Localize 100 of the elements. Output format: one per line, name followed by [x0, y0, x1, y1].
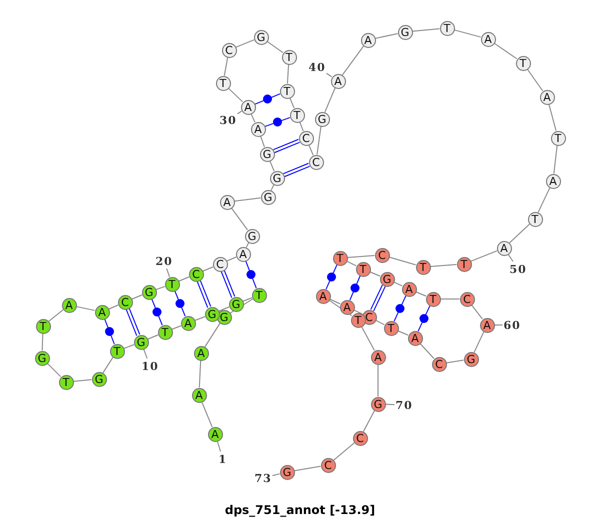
backbone-line — [369, 271, 381, 277]
backbone-line — [250, 113, 256, 123]
leader-line — [237, 110, 242, 114]
backbone-line — [393, 282, 403, 286]
nucleotide-circle: G — [254, 30, 268, 44]
leader-line — [272, 473, 280, 476]
backbone-line — [218, 306, 230, 312]
nucleotide-circle: T — [158, 324, 172, 340]
backbone-line — [361, 326, 375, 351]
backbone-line — [430, 264, 458, 267]
backbone-line — [397, 330, 409, 336]
leader-line — [385, 404, 395, 406]
nucleotide-circle: A — [370, 350, 386, 364]
nucleotide-circle: C — [188, 266, 204, 282]
backbone-line — [235, 39, 255, 48]
backbone-line — [266, 40, 284, 54]
backbone-line — [234, 197, 262, 202]
nucleotide-circle: A — [250, 122, 266, 136]
backbone-line — [412, 28, 440, 32]
backbone-line — [198, 360, 202, 388]
nucleotide-circle: T — [550, 130, 566, 146]
base-pair-line — [196, 280, 212, 308]
backbone-line — [454, 29, 482, 38]
nucleotide-circle: C — [320, 458, 336, 472]
backbone-line — [526, 68, 544, 92]
nucleotide-circle: C — [432, 356, 446, 372]
leader-line — [166, 268, 170, 278]
backbone-line — [474, 331, 484, 353]
nucleotide-circle: T — [110, 344, 124, 358]
nucleotide-circle: C — [374, 248, 390, 262]
backbone-line — [375, 320, 385, 326]
backbone-line — [308, 144, 314, 156]
base-pair-line — [126, 308, 140, 336]
backbone-line — [548, 104, 557, 132]
nucleotide-circle: T — [528, 212, 542, 226]
base-pair-line — [151, 298, 163, 326]
leader-line — [494, 324, 503, 326]
backbone-line — [299, 121, 304, 132]
nucleotide-circle: A — [316, 288, 330, 304]
backbone-line — [553, 144, 558, 174]
nucleotide-circle: G — [260, 190, 276, 204]
nucleotide-circle: G — [380, 272, 394, 286]
nucleotide-circle: G — [92, 372, 106, 386]
nucleotide-circle: C — [460, 292, 474, 306]
position-number: 70 — [396, 398, 413, 412]
backbone-line — [494, 42, 518, 60]
nucleotide-circle: G — [34, 350, 50, 366]
backbone-line — [420, 343, 434, 359]
backbone-line — [171, 325, 182, 330]
nucleotide-circle: T — [332, 250, 348, 266]
nucleotide-circle: T — [164, 276, 180, 292]
nucleotide-circle: G — [142, 284, 156, 300]
backbone-line — [131, 294, 143, 300]
backbone-line — [124, 344, 134, 349]
backbone-line — [329, 298, 341, 304]
nucleotide-circle: C — [352, 430, 368, 446]
backbone-line — [294, 466, 322, 472]
position-number: 1 — [218, 452, 228, 466]
nucleotide-circle: G — [370, 396, 386, 412]
nucleotide-circle: T — [282, 50, 296, 64]
backbone-line — [156, 286, 166, 290]
backbone-line — [269, 160, 275, 172]
nucleotide-circle: G — [228, 296, 244, 312]
base-pair-line — [349, 275, 361, 301]
nucleotide-circle: C — [222, 42, 236, 58]
position-number: 60 — [504, 318, 521, 332]
nucleotide-circle: A — [180, 316, 196, 330]
nucleotide-circle: G — [204, 306, 220, 322]
nucleotide-circle: T — [58, 374, 74, 390]
nucleotide-circle: A — [546, 174, 560, 188]
base-pair-line — [394, 295, 406, 322]
position-number: 40 — [308, 60, 326, 74]
nucleotide-circle: T — [384, 320, 398, 336]
backbone-line — [538, 187, 550, 213]
nucleotide-circle: G — [398, 24, 412, 40]
position-number: 20 — [156, 254, 173, 268]
nucleotide-circle: C — [308, 154, 324, 170]
backbone-line — [108, 304, 119, 310]
base-pair-line — [370, 284, 386, 312]
nucleotide-circle: T — [426, 292, 440, 306]
nucleotide-circle: T — [252, 288, 266, 302]
position-number: 30 — [220, 114, 237, 126]
nucleotide-circle: C — [118, 294, 132, 310]
backbone-line — [201, 401, 213, 428]
nucleotide-circle: A — [94, 304, 110, 320]
nucleotide-circle: A — [360, 32, 376, 48]
nucleotide-circle: A — [480, 318, 494, 332]
nucleotide-circle: A — [408, 330, 422, 346]
nucleotide-circle: T — [440, 20, 454, 36]
backbone-line — [260, 136, 265, 148]
base-pair-line — [272, 138, 300, 154]
base-pair-line — [418, 305, 430, 332]
backbone-line — [72, 379, 92, 382]
backbone-line — [178, 276, 190, 282]
diagram-title: dps_751_annot [-13.9] — [224, 503, 376, 517]
nucleotide-circle: T — [216, 76, 230, 90]
backbone-line — [440, 298, 460, 300]
backbone-line — [508, 224, 530, 244]
backbone-line — [316, 126, 322, 156]
backbone-line — [147, 334, 159, 340]
